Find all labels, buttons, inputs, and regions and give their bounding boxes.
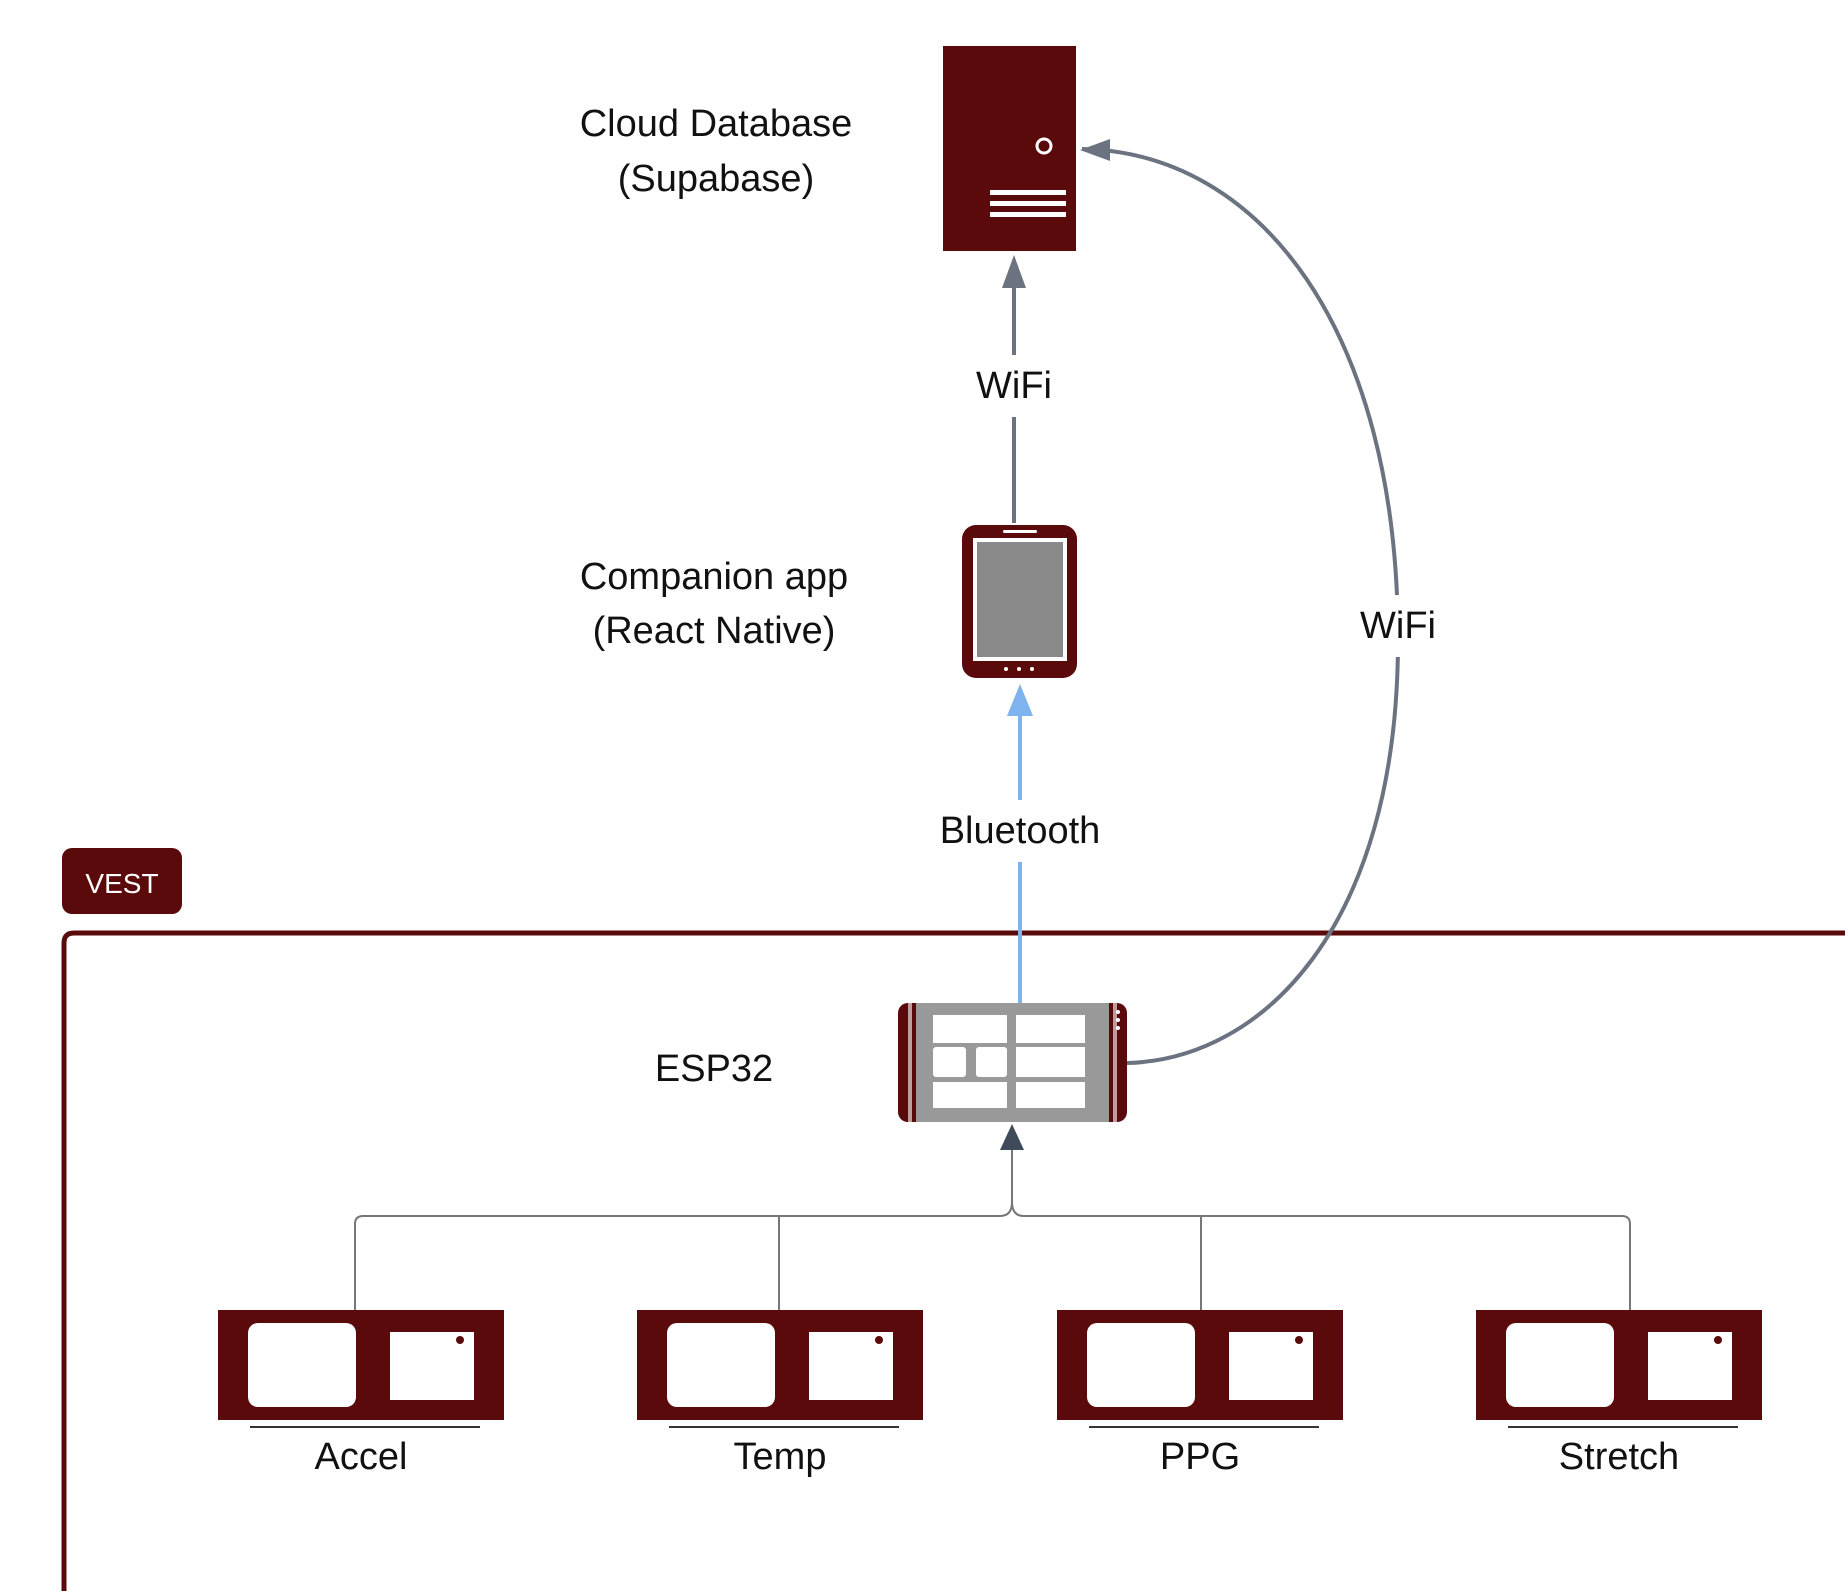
vest-badge-label: VEST (85, 868, 158, 899)
esp32-to-cloud-wifi-label: WiFi (1360, 605, 1436, 647)
server-icon (943, 46, 1076, 251)
sensor-module-accel: Accel (218, 1310, 504, 1478)
app-to-cloud-wifi-label: WiFi (976, 365, 1052, 407)
cloud-database-title: Cloud Database (580, 103, 853, 145)
cloud-database-subtitle: (Supabase) (618, 158, 814, 200)
sensor-module-icon (1476, 1310, 1762, 1420)
companion-app-title: Companion app (580, 556, 848, 598)
vest-badge: VEST (62, 848, 182, 914)
tablet-icon (962, 525, 1077, 678)
sensor-label-accel: Accel (315, 1436, 408, 1478)
esp32-to-cloud-arrowhead (1080, 139, 1110, 161)
sensor-module-icon (637, 1310, 923, 1420)
sensor-module-icon (218, 1310, 504, 1420)
companion-app-node: Companion app (React Native) (580, 525, 1077, 678)
sensor-module-ppg: PPG (1057, 1310, 1343, 1478)
sensor-label-ppg: PPG (1160, 1436, 1240, 1478)
sensor-module-temp: Temp (637, 1310, 923, 1478)
sensor-module-icon (1057, 1310, 1343, 1420)
sensor-label-temp: Temp (734, 1436, 827, 1478)
vest-container (61, 930, 1845, 1591)
esp32-node: ESP32 (655, 1003, 1127, 1122)
app-to-cloud-arrowhead (1002, 255, 1026, 288)
companion-app-subtitle: (React Native) (593, 610, 836, 652)
sensor-label-stretch: Stretch (1559, 1436, 1679, 1478)
esp32-label: ESP32 (655, 1048, 773, 1090)
sensor-connectors (354, 1135, 1631, 1310)
sensor-module-stretch: Stretch (1476, 1310, 1762, 1478)
microcontroller-icon (898, 1003, 1127, 1122)
cloud-database-node: Cloud Database (Supabase) (580, 46, 1076, 251)
esp32-to-app-bluetooth-label: Bluetooth (940, 810, 1101, 852)
esp32-to-app-arrowhead (1007, 684, 1033, 716)
sensors-to-esp32-arrowhead (1000, 1124, 1024, 1150)
